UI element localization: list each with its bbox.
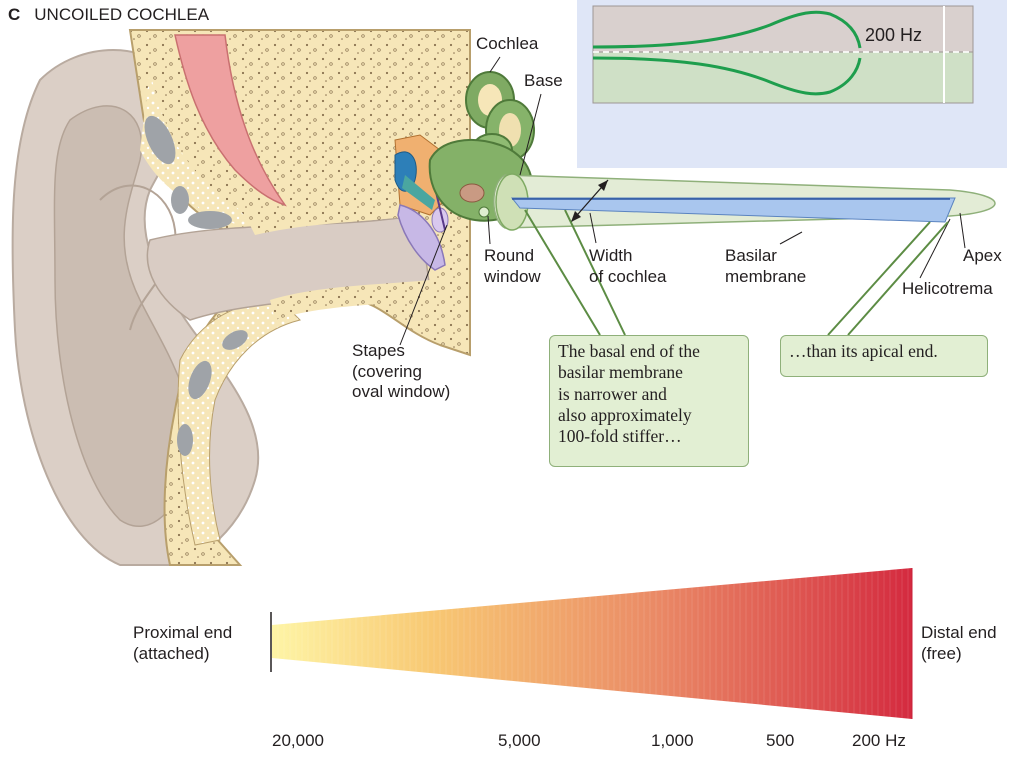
basilar-membrane-label-line1: Basilar xyxy=(725,246,777,265)
proximal-end-label: Proximal end (attached) xyxy=(133,623,232,664)
proximal-end-label-line1: Proximal end xyxy=(133,623,233,642)
apex-label: Apex xyxy=(963,246,1002,265)
inset-panel xyxy=(577,0,1007,168)
frequency-tick-1000: 1,000 xyxy=(651,731,694,750)
width-of-cochlea-label: Width of cochlea xyxy=(589,246,667,287)
callout-pointers xyxy=(524,209,949,336)
apical-end-callout: …than its apical end. xyxy=(780,335,988,377)
cochlea-label: Cochlea xyxy=(476,34,539,53)
uncoiled-cochlea-tube xyxy=(493,173,996,231)
round-window-label: Round window xyxy=(484,246,541,287)
basal-end-callout: The basal end of the basilar membrane is… xyxy=(549,335,749,467)
frequency-tick-20000: 20,000 xyxy=(272,731,324,750)
basal-callout-line1: The basal end of the xyxy=(558,341,700,361)
apical-callout-text: …than its apical end. xyxy=(789,341,938,361)
panel-title: C UNCOILED COCHLEA xyxy=(8,5,209,26)
basilar-membrane-label: Basilar membrane xyxy=(725,246,806,287)
basilar-membrane-label-line2: membrane xyxy=(725,266,807,286)
traveling-wave-lower xyxy=(592,56,862,96)
basal-callout-line2: basilar membrane xyxy=(558,362,683,383)
traveling-wave-upper xyxy=(592,10,862,49)
stapes-label-line2: (covering xyxy=(352,361,422,381)
base-label: Base xyxy=(524,71,563,90)
frequency-tick-500: 500 xyxy=(766,731,795,750)
stapes-label-line3: oval window) xyxy=(352,382,451,402)
panel-title-text: UNCOILED COCHLEA xyxy=(34,5,210,24)
basilar-membrane-strip xyxy=(510,197,956,223)
leader-lines xyxy=(399,56,966,346)
stapes-label: Stapes (covering oval window) xyxy=(352,341,450,403)
cochlea-coil-illustration xyxy=(428,71,535,222)
distal-end-label-line2: (free) xyxy=(921,643,962,663)
inset-frequency-label: 200 Hz xyxy=(863,25,925,47)
width-of-cochlea-label-line1: Width xyxy=(589,246,633,265)
width-arrow xyxy=(570,179,609,223)
basal-callout-line3: is narrower and xyxy=(558,383,667,404)
round-window-label-line1: Round xyxy=(484,246,535,265)
proximal-end-label-line2: (attached) xyxy=(133,643,210,663)
panel-letter: C xyxy=(8,5,21,24)
distal-end-label: Distal end (free) xyxy=(921,623,997,664)
distal-end-label-line1: Distal end xyxy=(921,623,997,642)
frequency-gradient-wedge xyxy=(270,568,913,719)
skull-bone-illustration xyxy=(128,29,471,566)
frequency-tick-5000: 5,000 xyxy=(498,731,541,750)
round-window-label-line2: window xyxy=(484,266,541,286)
frequency-tick-200hz: 200 Hz xyxy=(852,731,906,750)
width-of-cochlea-label-line2: of cochlea xyxy=(589,266,667,286)
stapes-label-line1: Stapes xyxy=(352,341,405,360)
basal-callout-line5: 100-fold stiffer… xyxy=(558,426,682,447)
helicotrema-label: Helicotrema xyxy=(902,279,993,298)
basal-callout-line4: also approximately xyxy=(558,405,692,426)
